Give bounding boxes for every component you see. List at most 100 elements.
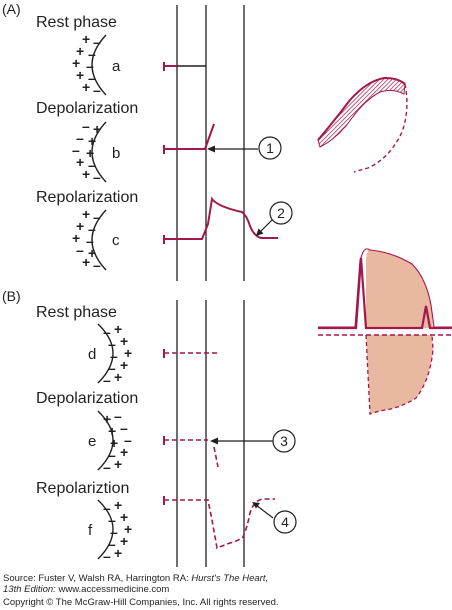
copyright-line: Copyright © The McGraw-Hill Companies, I… (3, 597, 279, 608)
svg-text:–: – (93, 82, 101, 98)
trace-a-depol: 1 (163, 123, 282, 160)
svg-text:–: – (114, 408, 122, 424)
svg-text:–: – (88, 221, 96, 237)
source-prefix: Source: Fuster V, Walsh RA, Harrington R… (3, 573, 192, 584)
trace-b-depol: 3 (163, 429, 296, 468)
svg-text:+: + (120, 333, 128, 349)
svg-text:+: + (108, 423, 116, 439)
svg-text:+: + (120, 444, 128, 460)
marker-1-label: 1 (266, 140, 274, 156)
svg-text:+: + (76, 218, 84, 234)
cell-letter-c: c (112, 232, 120, 249)
marker-3 (272, 429, 296, 453)
marker-1 (258, 136, 282, 160)
cell-letter-a: a (112, 58, 121, 75)
marker-4-label: 4 (281, 514, 289, 530)
svg-text:+: + (86, 145, 94, 161)
svg-text:+: + (82, 254, 90, 270)
marker-4 (273, 510, 297, 534)
phase-title-a-repol: Repolarization (36, 189, 138, 206)
svg-text:–: – (86, 233, 94, 249)
svg-text:+: + (88, 133, 96, 149)
svg-text:+: + (114, 456, 122, 472)
svg-text:–: – (120, 420, 128, 436)
source-line-2: 13th Edition: www.accessmedicine.com (3, 584, 169, 595)
cell-letter-b: b (112, 145, 120, 162)
svg-text:–: – (93, 257, 101, 273)
svg-text:+: + (120, 533, 128, 549)
svg-text:+: + (114, 321, 122, 337)
action-potential-illustration (318, 248, 452, 415)
svg-text:–: – (110, 524, 118, 540)
svg-text:–: – (76, 242, 84, 258)
trace-b-repol: 4 (163, 496, 297, 550)
svg-text:–: – (110, 348, 118, 364)
svg-text:–: – (103, 324, 111, 340)
svg-text:+: + (124, 345, 132, 361)
svg-text:–: – (108, 336, 116, 352)
svg-text:–: – (103, 372, 111, 388)
svg-text:+: + (93, 121, 101, 137)
source-line-1: Source: Fuster V, Walsh RA, Harrington R… (3, 573, 268, 584)
section-label-a: (A) (2, 1, 21, 17)
svg-text:+: + (120, 357, 128, 373)
diagram-canvas: (A) (B) Rest phase Depolarization Repola… (2, 1, 452, 567)
svg-text:+: + (76, 43, 84, 59)
svg-text:+: + (88, 245, 96, 261)
svg-text:+: + (114, 545, 122, 561)
svg-text:+: + (72, 55, 80, 71)
phase-title-a-rest: Rest phase (36, 14, 117, 31)
svg-text:–: – (76, 130, 84, 146)
svg-text:–: – (108, 360, 116, 376)
phase-title-a-depol: Depolarization (36, 100, 138, 117)
svg-text:–: – (103, 500, 111, 516)
svg-text:–: – (88, 157, 96, 173)
svg-text:+: + (103, 411, 111, 427)
svg-text:–: – (108, 447, 116, 463)
cell-c-repol: + + + – + – – – + – c (72, 206, 120, 273)
svg-text:+: + (82, 79, 90, 95)
source-edition: 13th Edition: (3, 584, 56, 595)
svg-text:+: + (82, 166, 90, 182)
trace-a-repol: 2 (163, 196, 293, 244)
cell-letter-f: f (88, 522, 93, 539)
svg-text:–: – (88, 46, 96, 62)
phase-title-b-repol: Repolariztion (36, 480, 129, 497)
svg-text:+: + (82, 206, 90, 222)
svg-text:–: – (108, 536, 116, 552)
svg-text:+: + (76, 154, 84, 170)
svg-text:–: – (72, 142, 80, 158)
svg-text:–: – (82, 118, 90, 134)
svg-text:+: + (124, 521, 132, 537)
marker-2-label: 2 (277, 205, 285, 221)
svg-text:–: – (88, 70, 96, 86)
cell-a-rest: + + + + + – – – – – a (72, 31, 121, 98)
svg-text:+: + (82, 31, 90, 47)
svg-text:–: – (108, 512, 116, 528)
section-label-b: (B) (2, 288, 21, 304)
phase-title-b-depol: Depolarization (36, 390, 138, 407)
cell-letter-d: d (88, 346, 96, 363)
cell-f-repol: + + + + + – – – – – f (88, 497, 132, 564)
source-url: www.accessmedicine.com (55, 584, 170, 595)
svg-text:–: – (103, 548, 111, 564)
phase-title-b-rest: Rest phase (36, 304, 117, 321)
cell-b-depol: – – – + + + + + – – b (72, 118, 120, 185)
trace-b-rest (163, 349, 218, 358)
svg-text:–: – (93, 34, 101, 50)
svg-text:+: + (114, 497, 122, 513)
svg-text:–: – (103, 459, 111, 475)
svg-text:–: – (93, 209, 101, 225)
marker-2 (269, 201, 293, 225)
cell-letter-e: e (88, 433, 96, 450)
svg-text:+: + (110, 435, 118, 451)
svg-text:+: + (72, 230, 80, 246)
marker-3-label: 3 (280, 433, 288, 449)
svg-text:+: + (76, 67, 84, 83)
svg-text:–: – (124, 432, 132, 448)
cell-e-depol: – – – + + + + + – – e (88, 408, 132, 475)
svg-text:+: + (120, 509, 128, 525)
svg-text:–: – (86, 58, 94, 74)
svg-text:–: – (93, 169, 101, 185)
